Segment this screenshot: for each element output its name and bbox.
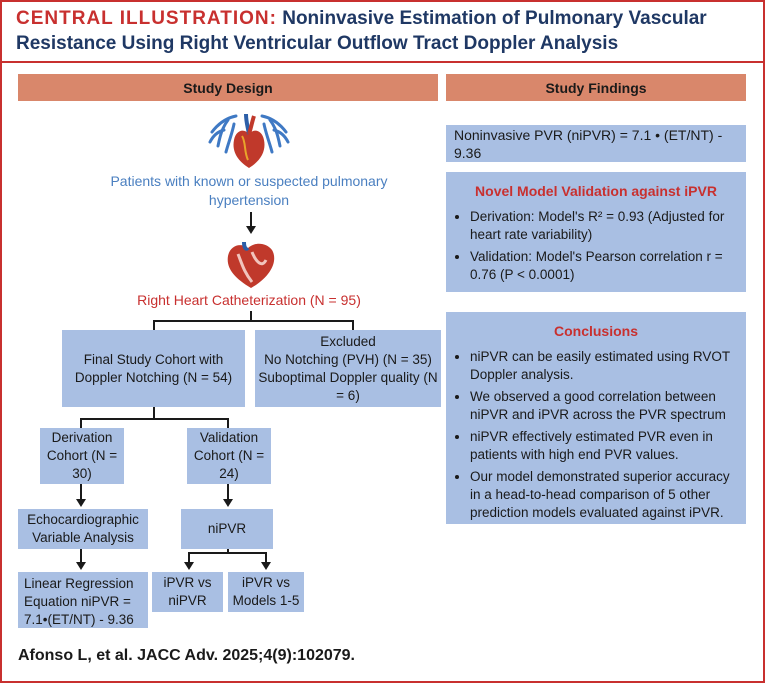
conclusion-item: niPVR can be easily estimated using RVOT… — [470, 348, 736, 384]
arrow-down — [246, 226, 256, 234]
connector — [250, 212, 252, 228]
excluded-title: Excluded — [320, 333, 376, 349]
connector — [153, 320, 155, 330]
title-divider — [2, 61, 763, 63]
nipvr-formula-box: Noninvasive PVR (niPVR) = 7.1 • (ET/NT) … — [446, 125, 746, 162]
validation-box: Validation Cohort (N = 24) — [187, 428, 271, 484]
connector — [153, 320, 353, 322]
rhc-text: Right Heart Catheterization (N = 95) — [137, 292, 361, 308]
conclusion-item: We observed a good correlation between n… — [470, 388, 736, 424]
conclusions-title: Conclusions — [553, 323, 638, 339]
connector — [250, 311, 252, 321]
title-text: Noninvasive Estimation of Pulmonary Vasc… — [16, 8, 707, 54]
excluded-box: Excluded No Notching (PVH) (N = 35) Subo… — [255, 330, 441, 407]
derivation-box: Derivation Cohort (N = 30) — [40, 428, 124, 484]
connector — [153, 407, 155, 419]
excluded-no-notching: No Notching (PVH) (N = 35) — [264, 351, 432, 367]
connector — [352, 320, 354, 330]
patients-text: Patients with known or suspected pulmona… — [110, 173, 388, 208]
connector — [188, 552, 266, 554]
connector — [80, 549, 82, 563]
heart-icon — [227, 241, 275, 288]
connector — [227, 549, 229, 553]
connector — [80, 418, 228, 420]
ipvr-vs-nipvr-box: iPVR vs niPVR — [152, 572, 223, 612]
model-validation-title: Novel Model Validation against iPVR — [475, 183, 717, 199]
arrow-down — [223, 499, 233, 507]
nipvr-box: niPVR — [181, 509, 273, 549]
citation: Afonso L, et al. JACC Adv. 2025;4(9):102… — [18, 647, 355, 664]
excluded-suboptimal: Suboptimal Doppler quality (N = 6) — [258, 369, 438, 403]
model-validation-box: Novel Model Validation against iPVR Deri… — [446, 172, 746, 292]
validation-pearson-item: Validation: Model's Pearson correlation … — [470, 248, 736, 284]
validation-derivation-item: Derivation: Model's R² = 0.93 (Adjusted … — [470, 208, 736, 244]
title-lead: CENTRAL ILLUSTRATION: — [16, 8, 277, 29]
conclusion-item: Our model demonstrated superior accuracy… — [470, 468, 736, 522]
connector — [80, 484, 82, 500]
regression-box: Linear Regression Equation niPVR = 7.1•(… — [18, 572, 148, 628]
connector — [265, 552, 267, 564]
connector — [80, 418, 82, 428]
connector — [227, 418, 229, 428]
connector — [188, 552, 190, 564]
arrow-down — [261, 562, 271, 570]
ipvr-vs-models-box: iPVR vs Models 1-5 — [228, 572, 304, 612]
echo-analysis-box: Echocardiographic Variable Analysis — [18, 509, 148, 549]
lungs-heart-icon — [208, 113, 290, 168]
connector — [227, 484, 229, 500]
arrow-down — [76, 562, 86, 570]
conclusions-box: Conclusions niPVR can be easily estimate… — [446, 312, 746, 524]
arrow-down — [184, 562, 194, 570]
arrow-down — [76, 499, 86, 507]
final-cohort-box: Final Study Cohort with Doppler Notching… — [62, 330, 245, 407]
conclusion-item: niPVR effectively estimated PVR even in … — [470, 428, 736, 464]
figure-title: CENTRAL ILLUSTRATION: Noninvasive Estima… — [16, 6, 756, 56]
study-findings-header: Study Findings — [446, 74, 746, 101]
study-design-header: Study Design — [18, 74, 438, 101]
